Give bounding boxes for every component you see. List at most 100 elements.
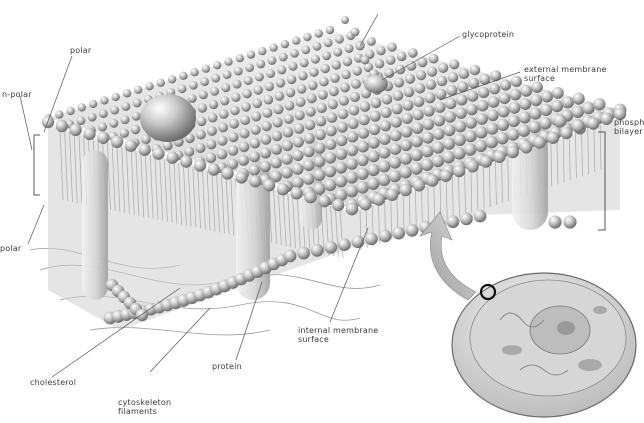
- phospholipid-head: [295, 110, 305, 120]
- phospholipid-head: [389, 156, 401, 168]
- phospholipid-head: [289, 62, 298, 71]
- phospholipid-head: [379, 133, 391, 145]
- phospholipid-head: [297, 247, 310, 260]
- phospholipid-head: [497, 119, 509, 131]
- phospholipid-head: [529, 108, 541, 120]
- phospholipid-head: [111, 136, 123, 148]
- phospholipid-head: [234, 67, 243, 76]
- phospholipid-head: [321, 64, 330, 73]
- phospholipid-head: [346, 145, 358, 157]
- polar-bracket: [34, 135, 40, 195]
- phospholipid-head: [541, 91, 553, 103]
- phospholipid-head: [465, 130, 477, 142]
- phospholipid-head: [333, 48, 342, 57]
- phospholipid-head: [593, 98, 605, 110]
- phospholipid-head: [318, 195, 330, 207]
- phospholipid-head: [386, 189, 398, 201]
- phospholipid-head: [260, 148, 271, 159]
- phospholipid-head: [250, 138, 261, 149]
- phospholipid-head: [386, 55, 396, 65]
- phospholipid-head: [470, 65, 481, 76]
- phospholipid-head: [562, 96, 574, 108]
- phospholipid-head: [279, 53, 288, 62]
- phospholipid-head: [518, 125, 530, 137]
- phospholipid-head: [477, 100, 489, 112]
- phospholipid-head: [284, 114, 294, 124]
- phospholipid-head: [163, 141, 173, 151]
- phospholipid-head: [298, 71, 307, 80]
- phospholipid-head: [208, 113, 218, 123]
- phospholipid-head: [440, 170, 452, 182]
- label-polar-bottom: polar: [0, 244, 21, 253]
- phospholipid-head: [426, 174, 438, 186]
- phospholipid-head: [328, 99, 338, 109]
- phospholipid-head: [292, 36, 300, 44]
- phospholipid-head: [349, 105, 360, 116]
- phospholipid-head: [134, 86, 142, 94]
- phospholipid-head: [258, 47, 266, 55]
- phospholipid-head: [389, 170, 401, 182]
- phospholipid-head: [271, 144, 282, 155]
- phospholipid-head: [251, 112, 261, 122]
- phospholipid-head: [272, 131, 283, 142]
- phospholipid-head: [466, 104, 478, 116]
- phospholipid-head: [329, 86, 339, 96]
- phospholipid-head: [353, 66, 363, 76]
- phospholipid-head: [392, 227, 405, 240]
- phospholipid-head: [98, 122, 107, 131]
- phospholipid-head: [325, 139, 336, 150]
- phospholipid-head: [519, 98, 531, 110]
- phospholipid-head: [239, 128, 249, 138]
- phospholipid-head: [318, 90, 328, 100]
- phospholipid-head: [426, 79, 437, 90]
- phospholipid-head: [184, 147, 194, 157]
- phospholipid-head: [311, 55, 320, 64]
- phospholipid-head: [209, 100, 218, 109]
- phospholipid-head: [464, 143, 476, 155]
- phospholipid-head: [551, 100, 563, 112]
- phospholipid-head: [498, 106, 510, 118]
- phospholipid-head: [303, 33, 311, 41]
- phospholipid-head: [359, 198, 371, 210]
- phospholipid-head: [300, 58, 309, 67]
- phospholipid-head: [392, 103, 403, 114]
- phospholipid-head: [324, 38, 333, 47]
- phospholipid-head: [357, 168, 369, 180]
- phospholipid-head: [109, 119, 118, 128]
- phospholipid-head: [429, 54, 439, 64]
- phospholipid-head: [379, 147, 391, 159]
- phospholipid-head: [335, 175, 347, 187]
- label-glycoprotein: glycoprotein: [462, 30, 514, 39]
- phospholipid-head: [435, 89, 446, 100]
- phospholipid-head: [443, 138, 455, 150]
- phospholipid-head: [249, 165, 260, 176]
- phospholipid-head: [444, 124, 456, 136]
- phospholipid-head: [221, 83, 230, 92]
- phospholipid-head: [284, 250, 297, 263]
- phospholipid-head: [454, 121, 466, 133]
- phospholipid-head: [449, 59, 459, 69]
- phospholipid-head: [213, 61, 221, 69]
- phospholipid-head: [196, 130, 206, 140]
- phospholipid-head: [88, 113, 97, 122]
- phospholipid-head: [220, 96, 229, 105]
- phospholipid-head: [274, 104, 284, 114]
- phospholipid-head: [206, 153, 217, 164]
- phospholipid-head: [399, 184, 411, 196]
- phospholipid-head: [319, 77, 329, 87]
- phospholipid-head: [378, 174, 390, 186]
- phospholipid-head: [228, 145, 239, 156]
- phospholipid-head: [466, 160, 478, 172]
- phospholipid-head: [121, 115, 130, 124]
- phospholipid-head: [379, 230, 392, 243]
- phospholipid-head: [411, 149, 423, 161]
- phospholipid-head: [180, 155, 192, 167]
- peripheral-protein: [140, 94, 196, 142]
- phospholipid-head: [340, 83, 350, 93]
- phospholipid-head: [486, 123, 498, 135]
- phospholipid-head: [360, 101, 371, 112]
- phospholipid-head: [488, 96, 500, 108]
- phospholipid-head: [66, 107, 74, 115]
- phospholipid-head: [350, 92, 360, 102]
- phospholipid-head: [303, 160, 315, 172]
